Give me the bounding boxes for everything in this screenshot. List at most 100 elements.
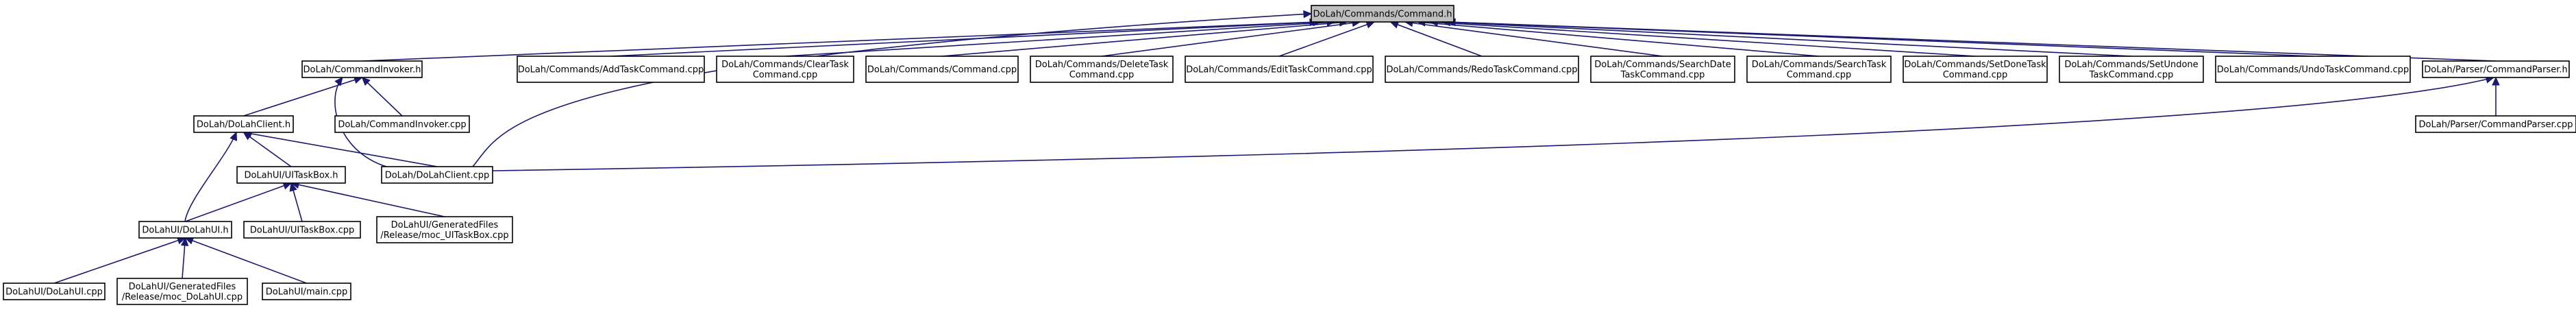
edge-line — [184, 132, 237, 222]
node-label: DoLahUI/DoLahUI.cpp — [5, 287, 103, 298]
edge-line — [492, 77, 2494, 171]
edge-line — [784, 21, 1335, 57]
include-edge — [472, 10, 1313, 167]
node-label: DoLah/Commands/Command.h — [1313, 10, 1452, 20]
file-node-add-task-cpp[interactable]: DoLah/Commands/AddTaskCommand.cpp — [517, 56, 705, 83]
node-label: DoLah/Commands/DeleteTask — [1035, 60, 1169, 70]
file-node-ui-taskbox-cpp[interactable]: DoLahUI/UITaskBox.cpp — [243, 221, 361, 239]
node-label: DoLah/Commands/SearchDate — [1594, 60, 1731, 70]
file-node-edit-task-cpp[interactable]: DoLah/Commands/EditTaskCommand.cpp — [1185, 56, 1374, 83]
node-label: /Release/moc_UITaskBox.cpp — [380, 230, 508, 241]
node-label: DoLah/CommandInvoker.h — [304, 65, 421, 75]
node-box — [2422, 60, 2570, 78]
edges-layer — [53, 10, 2500, 284]
node-box — [301, 60, 423, 78]
include-edge — [243, 76, 363, 117]
edge-line — [185, 182, 292, 222]
file-node-command-cpp[interactable]: DoLah/Commands/Command.cpp — [865, 56, 1019, 83]
node-box — [2059, 56, 2204, 83]
node-label: DoLah/Commands/RedoTaskCommand.cpp — [1386, 65, 1577, 75]
include-edge — [53, 237, 186, 284]
node-label: DoLah/Commands/Command.cpp — [867, 65, 1017, 75]
file-node-command-invoker-h[interactable]: DoLah/CommandInvoker.h — [301, 60, 423, 78]
node-label: DoLah/Commands/UndoTaskCommand.cpp — [2217, 65, 2409, 75]
node-box — [1311, 5, 1454, 23]
edge-line — [1101, 21, 1361, 57]
node-label: TaskCommand.cpp — [1620, 70, 1705, 80]
include-edge — [361, 77, 403, 117]
file-node-main-cpp[interactable]: DoLahUI/main.cpp — [262, 283, 351, 300]
node-box — [381, 166, 493, 184]
file-node-dolah-ui-h[interactable]: DoLahUI/DoLahUI.h — [138, 221, 232, 239]
node-label: DoLah/CommandInvoker.cpp — [338, 120, 466, 130]
node-label: DoLah/Commands/SetDoneTask — [1904, 60, 2046, 70]
node-label: Command.cpp — [1787, 70, 1852, 80]
node-label: DoLah/Commands/AddTaskCommand.cpp — [518, 65, 704, 75]
node-label: DoLah/Parser/CommandParser.h — [2424, 65, 2568, 75]
node-label: DoLahUI/GeneratedFiles — [129, 282, 236, 292]
file-node-moc-dolah-ui-cpp[interactable]: DoLahUI/GeneratedFiles/Release/moc_DoLah… — [116, 278, 248, 305]
file-node-dolah-client-cpp[interactable]: DoLah/DoLahClient.cpp — [381, 166, 493, 184]
node-label: DoLahUI/UITaskBox.h — [244, 171, 338, 181]
edge-arrowhead — [180, 237, 189, 246]
file-node-ui-taskbox-h[interactable]: DoLahUI/UITaskBox.h — [236, 166, 346, 184]
node-label: DoLah/Commands/EditTaskCommand.cpp — [1186, 65, 1372, 75]
file-node-command-parser-h[interactable]: DoLah/Parser/CommandParser.h — [2422, 60, 2570, 78]
node-box — [3, 283, 106, 300]
edge-line — [941, 21, 1348, 57]
node-box — [193, 115, 294, 133]
node-box — [1030, 56, 1174, 83]
node-box — [1385, 56, 1579, 83]
edge-line — [1390, 21, 1483, 57]
edge-line — [361, 77, 403, 117]
node-label: DoLah/Commands/SearchTask — [1752, 60, 1887, 70]
edge-line — [1442, 21, 2132, 57]
edge-line — [1430, 21, 1976, 57]
edge-line — [610, 21, 1321, 57]
node-label: Command.cpp — [753, 70, 818, 80]
file-node-command-invoker-cpp[interactable]: DoLah/CommandInvoker.cpp — [334, 115, 470, 133]
include-edge — [289, 182, 303, 222]
edge-arrowhead — [289, 182, 297, 192]
node-box — [716, 56, 854, 83]
file-node-command-h[interactable]: DoLah/Commands/Command.h — [1311, 5, 1454, 23]
file-node-redo-task-cpp[interactable]: DoLah/Commands/RedoTaskCommand.cpp — [1385, 56, 1579, 83]
include-edge — [290, 180, 445, 217]
node-label: DoLahUI/GeneratedFiles — [391, 220, 499, 230]
file-node-command-parser-cpp[interactable]: DoLah/Parser/CommandParser.cpp — [2415, 115, 2576, 133]
file-node-undo-task-cpp[interactable]: DoLah/Commands/UndoTaskCommand.cpp — [2215, 56, 2411, 83]
file-node-dolah-client-h[interactable]: DoLah/DoLahClient.h — [193, 115, 294, 133]
node-box — [236, 166, 346, 184]
node-box — [334, 115, 470, 133]
edge-arrowhead — [334, 77, 343, 86]
node-label: DoLah/Commands/ClearTask — [721, 60, 849, 70]
edge-line — [1278, 21, 1375, 57]
include-edge — [362, 18, 1319, 62]
include-edge — [1441, 18, 2132, 57]
node-label: DoLah/DoLahClient.h — [197, 120, 290, 130]
include-edge — [184, 131, 238, 222]
edge-line — [185, 237, 307, 284]
edge-arrowhead — [2492, 76, 2500, 86]
node-label: Command.cpp — [1943, 70, 2008, 80]
file-node-moc-ui-taskbox-cpp[interactable]: DoLahUI/GeneratedFiles/Release/moc_UITas… — [376, 216, 513, 243]
node-label: DoLahUI/DoLahUI.h — [142, 226, 228, 236]
node-box — [865, 56, 1019, 83]
include-edge — [243, 130, 438, 167]
node-label: Command.cpp — [1069, 70, 1135, 80]
node-label: TaskCommand.cpp — [2089, 70, 2174, 80]
node-box — [1185, 56, 1374, 83]
file-node-dolah-ui-cpp[interactable]: DoLahUI/DoLahUI.cpp — [3, 283, 106, 300]
nodes-layer: DoLah/Commands/Command.hDoLah/CommandInv… — [3, 5, 2576, 305]
include-edge — [243, 132, 292, 167]
node-label: DoLah/Parser/CommandParser.cpp — [2419, 120, 2573, 130]
edge-line — [472, 13, 1312, 167]
include-edge — [1446, 18, 2497, 62]
